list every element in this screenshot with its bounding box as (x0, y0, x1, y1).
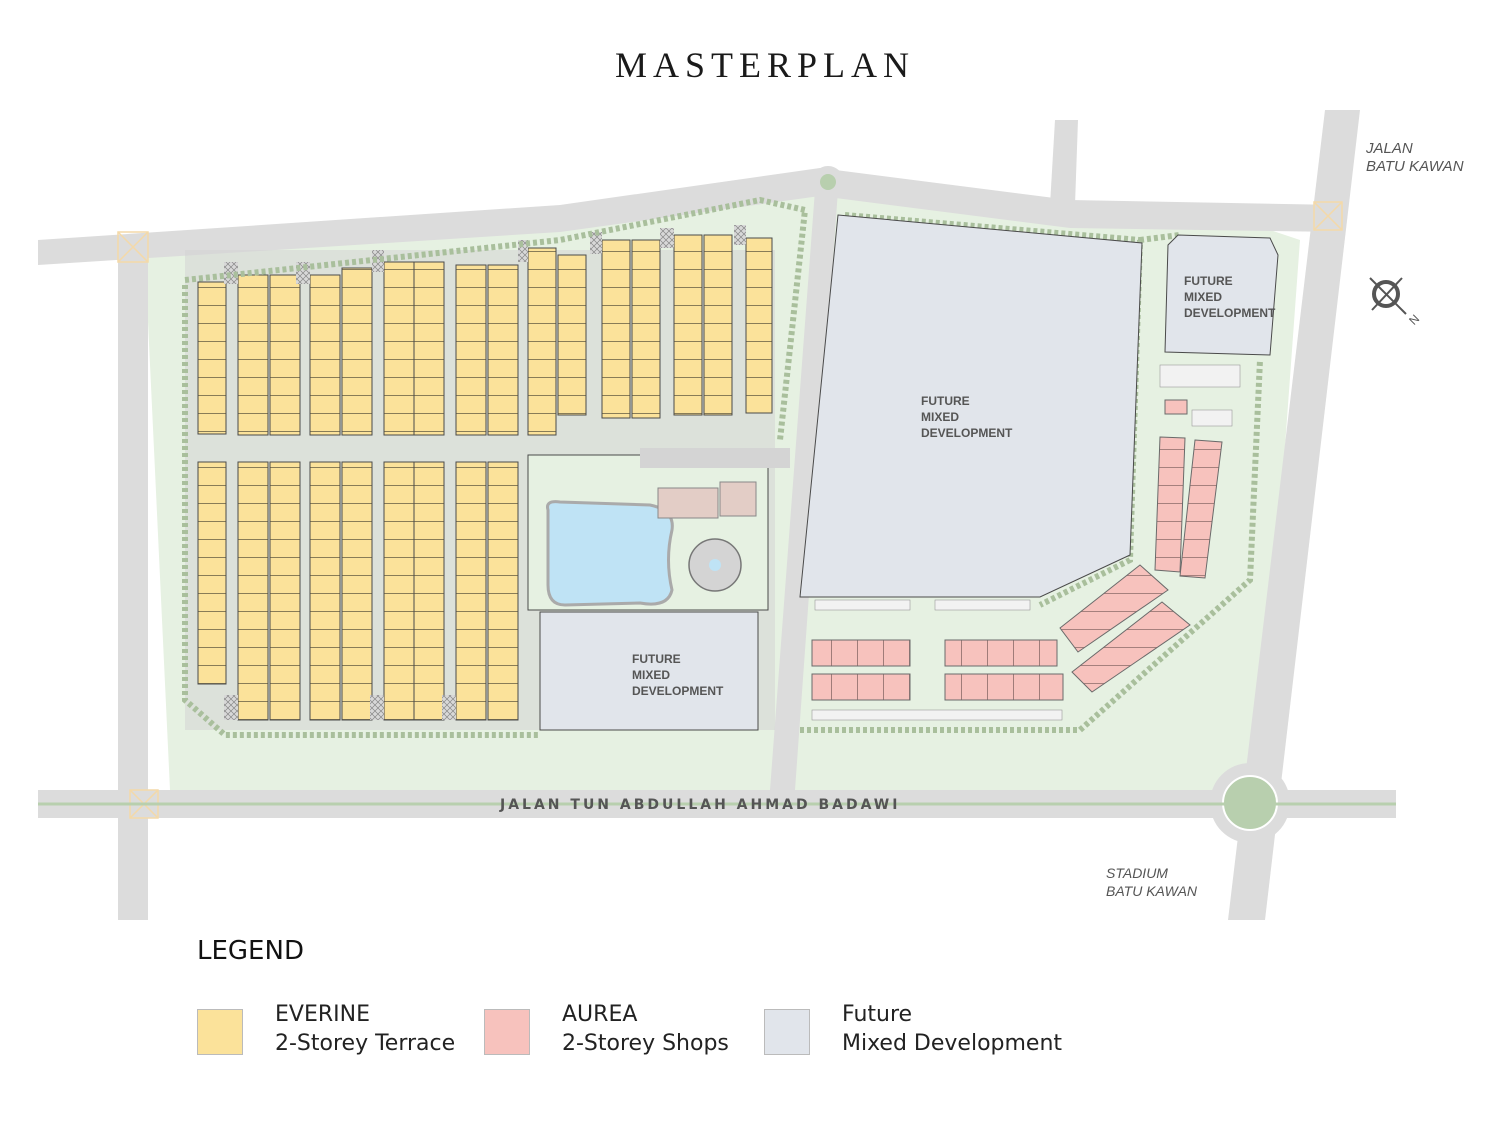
legend-name: Future (842, 1002, 913, 1027)
everine-terrace-blocks (197, 234, 773, 721)
label-future-zone-ne: FUTURE MIXED DEVELOPMENT (1184, 274, 1276, 320)
legend-name: AUREA (562, 1002, 638, 1027)
label-main-road: JALAN TUN ABDULLAH AHMAD BADAWI (500, 797, 901, 813)
paved-areas (224, 225, 746, 720)
svg-text:N: N (1406, 312, 1422, 328)
legend-swatch-shops (484, 1009, 530, 1055)
future-zone-large (799, 214, 1143, 598)
label-stadium-batu-kawan: STADIUM BATU KAWAN (1106, 865, 1198, 899)
future-zones (539, 214, 1279, 731)
road-network (38, 110, 1396, 920)
legend-item-aurea: AUREA 2-Storey Shops (484, 1000, 729, 1058)
legend-item-everine: EVERINE 2-Storey Terrace (197, 1000, 455, 1058)
aurea-shop-blocks (811, 399, 1223, 701)
future-zone-ne (1164, 234, 1279, 356)
masterplan-map (38, 110, 1396, 920)
north-arrow-icon: N (1368, 272, 1428, 337)
legend-desc: 2-Storey Terrace (275, 1031, 456, 1056)
legend-title: LEGEND (197, 936, 304, 966)
legend-name: EVERINE (275, 1002, 370, 1027)
future-zone-center (539, 611, 759, 731)
legend-item-future: Future Mixed Development (764, 1000, 1062, 1058)
page-title: MASTERPLAN (614, 45, 916, 85)
legend-swatch-future (764, 1009, 810, 1055)
label-jalan-batu-kawan: JALAN BATU KAWAN (1366, 140, 1464, 175)
legend-desc: Mixed Development (842, 1031, 1063, 1056)
legend-desc: 2-Storey Shops (562, 1031, 729, 1056)
legend-swatch-terrace (197, 1009, 243, 1055)
lake (546, 500, 674, 607)
parking-rows (811, 364, 1241, 721)
label-future-zone-large: FUTURE MIXED DEVELOPMENT (921, 394, 1013, 440)
label-future-zone-center: FUTURE MIXED DEVELOPMENT (632, 652, 724, 698)
